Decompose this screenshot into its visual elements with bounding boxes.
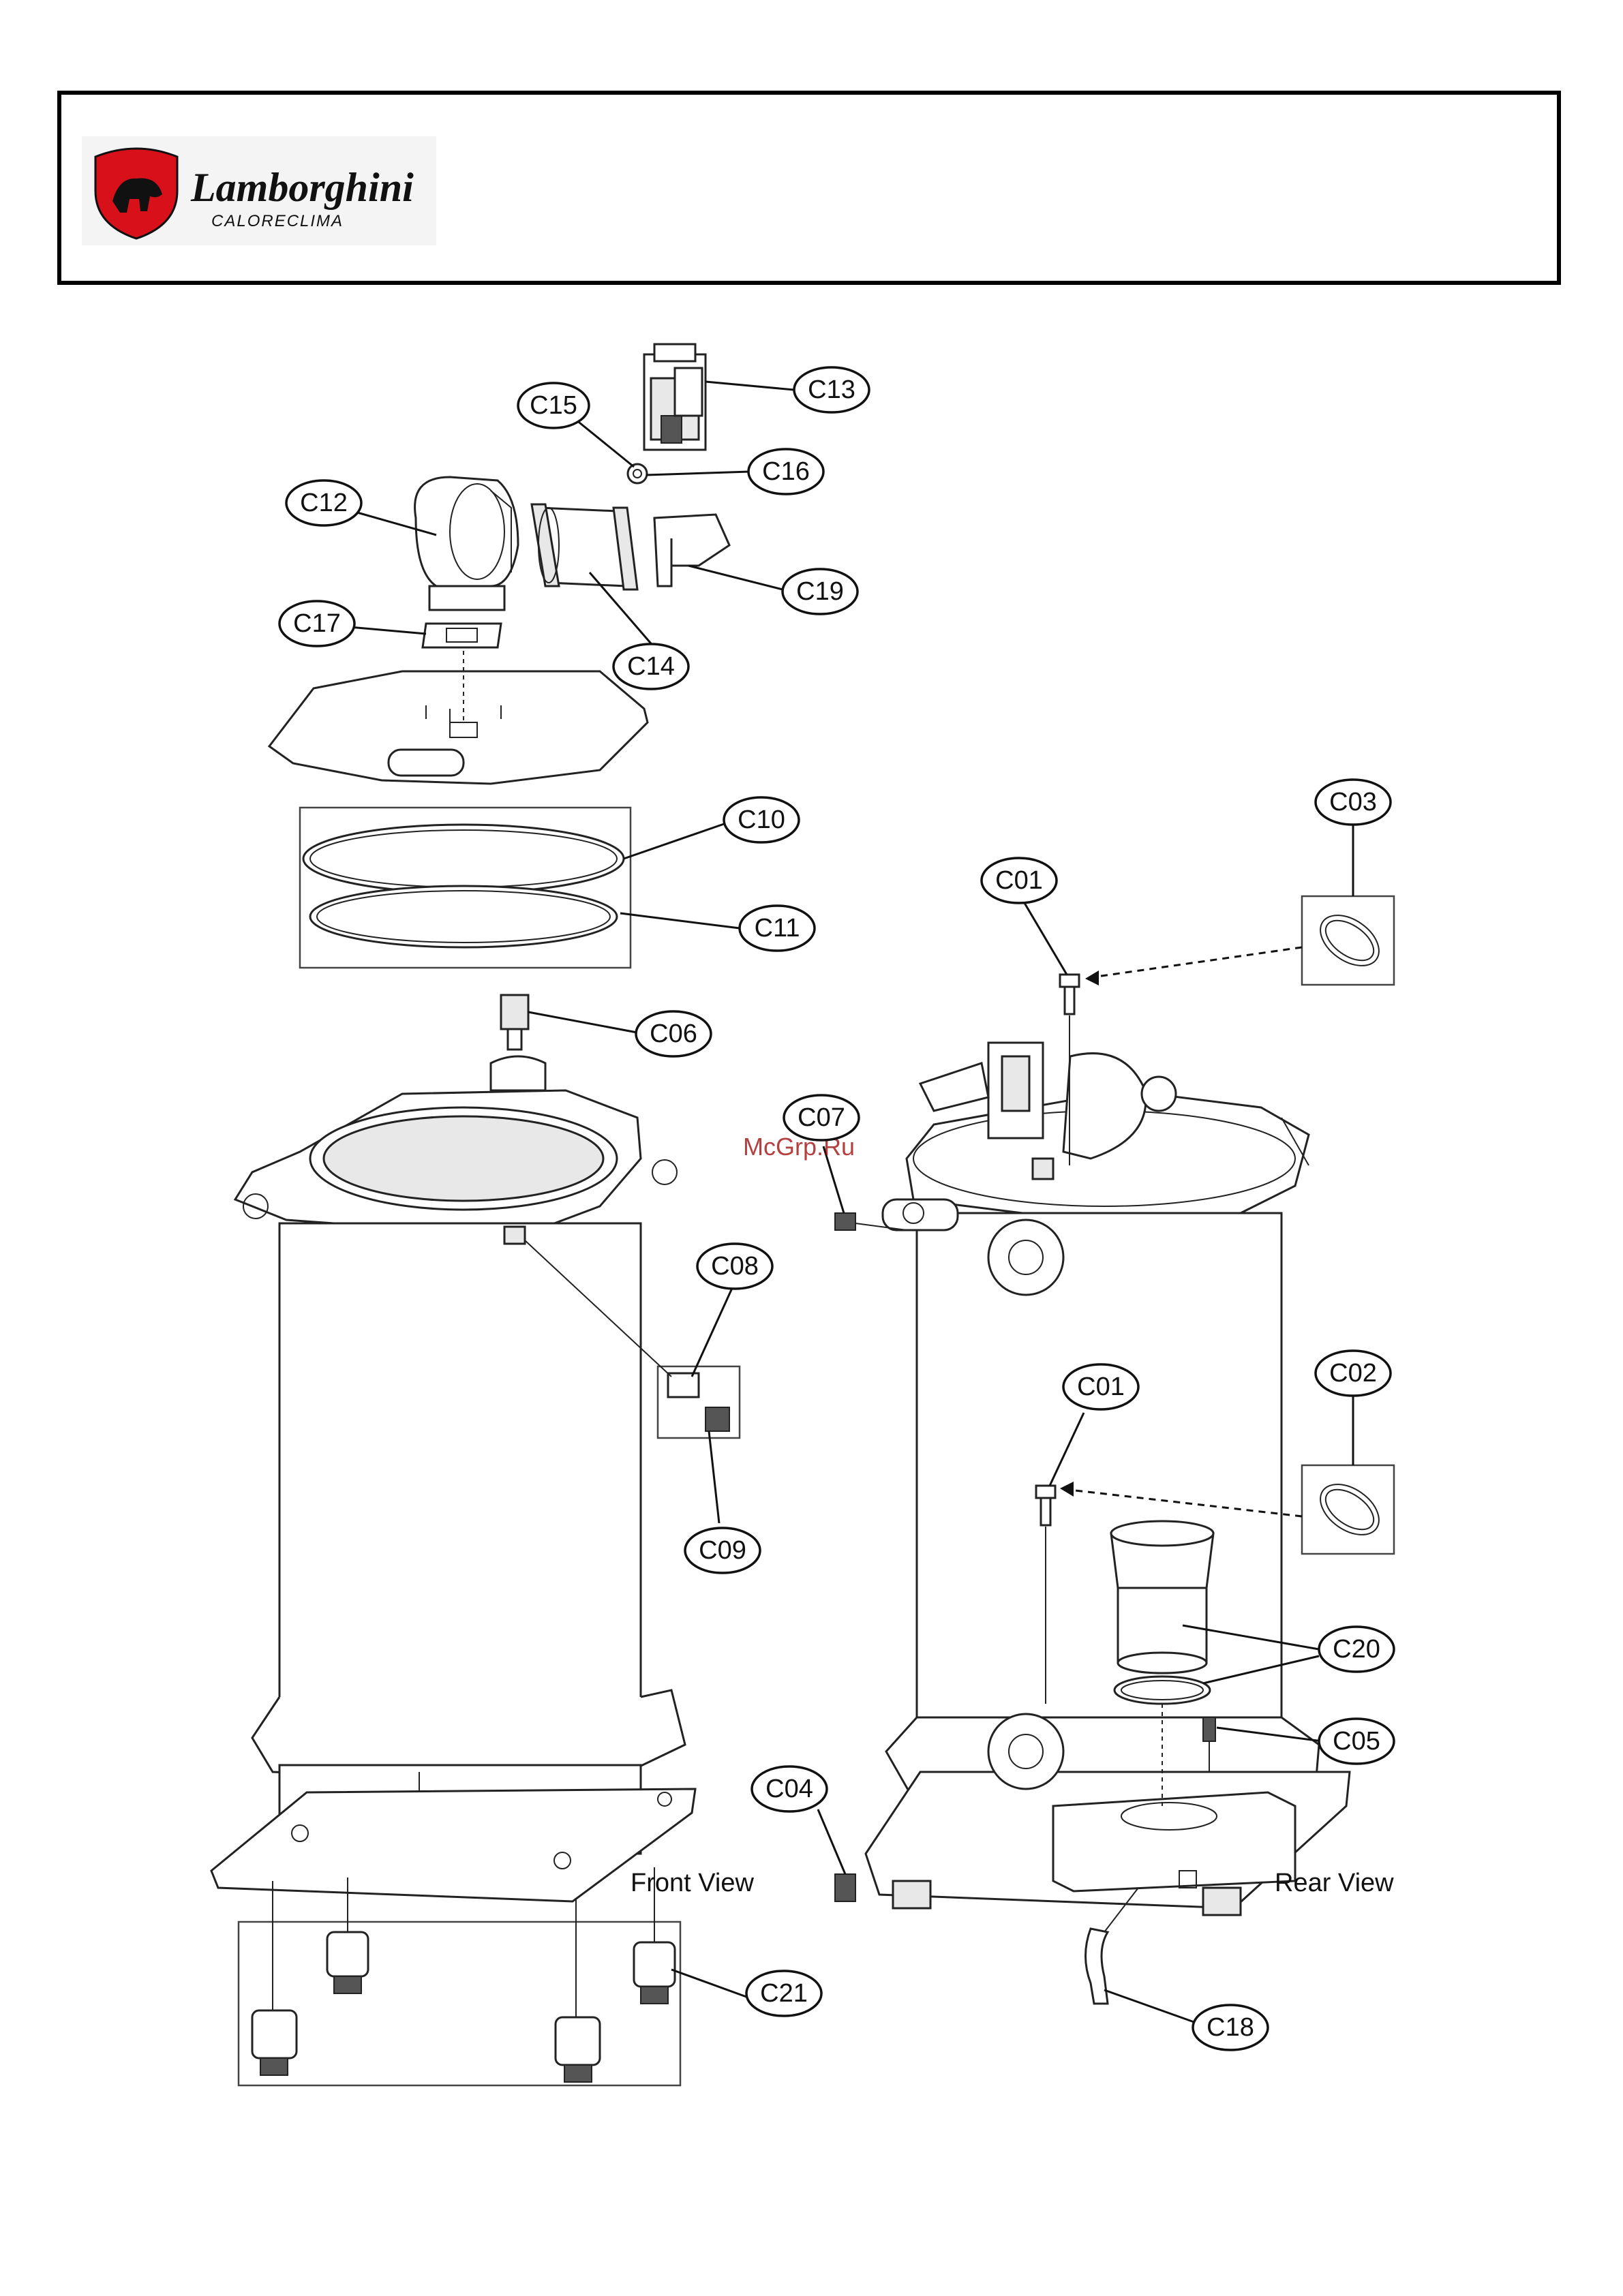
svg-text:C01: C01 [1077, 1373, 1125, 1401]
svg-text:C05: C05 [1333, 1727, 1380, 1756]
svg-text:C17: C17 [293, 609, 341, 638]
callout-c03: C03 [1316, 780, 1391, 825]
callout-c17: C17 [279, 601, 354, 646]
svg-text:C09: C09 [699, 1536, 746, 1565]
rear-boiler-body [866, 1043, 1350, 1915]
svg-text:C11: C11 [755, 914, 800, 943]
svg-text:C03: C03 [1329, 788, 1377, 816]
svg-text:C15: C15 [530, 391, 577, 420]
svg-text:C19: C19 [796, 577, 844, 606]
fan-gasket-part [423, 624, 501, 647]
svg-text:C06: C06 [650, 1020, 697, 1048]
svg-text:C08: C08 [711, 1252, 759, 1281]
svg-text:C16: C16 [762, 457, 810, 486]
callout-c01-upper: C01 [982, 858, 1057, 903]
svg-text:C18: C18 [1207, 2013, 1254, 2042]
callout-c02: C02 [1316, 1351, 1391, 1396]
callout-c15: C15 [518, 383, 589, 428]
svg-text:C21: C21 [760, 1979, 808, 2008]
svg-text:C02: C02 [1329, 1359, 1377, 1388]
flue-adapter-part [1111, 1521, 1213, 1673]
callout-c05: C05 [1319, 1719, 1394, 1764]
callout-c07: C07 [784, 1095, 859, 1140]
callout-c12: C12 [286, 480, 361, 525]
gas-valve-part [644, 344, 706, 450]
callout-c09: C09 [685, 1528, 760, 1573]
callout-c06: C06 [636, 1011, 711, 1056]
svg-text:C12: C12 [300, 489, 348, 517]
top-plate-part [269, 671, 648, 784]
clip-frame-lower [1302, 1465, 1394, 1554]
temp-sensor-upper [1060, 975, 1079, 987]
mixer-tube-part [532, 504, 637, 590]
casters-frame [239, 1922, 680, 2085]
air-intake-part [654, 515, 729, 586]
rear-view-label: Rear View [1275, 1869, 1394, 1897]
callout-c01-lower: C01 [1063, 1364, 1138, 1409]
gas-seal-part [628, 464, 647, 483]
callout-c13: C13 [794, 367, 869, 412]
caster-wheels [252, 1932, 675, 2082]
callout-c20: C20 [1319, 1627, 1394, 1672]
fan-part [415, 477, 518, 610]
clip-frame-upper [1302, 896, 1394, 985]
drain-cock-part [835, 1874, 855, 1901]
siphon-part [1086, 1929, 1108, 2004]
svg-text:C01: C01 [995, 866, 1043, 895]
callout-c16: C16 [748, 449, 823, 494]
svg-text:C10: C10 [738, 806, 785, 834]
pressure-sensor-part [835, 1213, 855, 1230]
callout-c08: C08 [697, 1244, 772, 1289]
svg-text:C07: C07 [798, 1103, 845, 1132]
seal-ring-lower [310, 886, 617, 947]
svg-text:C13: C13 [808, 376, 855, 404]
svg-text:C04: C04 [765, 1775, 813, 1803]
drain-screw-part [1203, 1717, 1215, 1741]
callout-c21: C21 [746, 1971, 821, 2016]
callout-c04: C04 [752, 1766, 827, 1811]
callout-c14: C14 [613, 644, 688, 689]
callout-c19: C19 [783, 569, 858, 614]
callout-c18: C18 [1193, 2005, 1268, 2050]
temp-sensor-lower [1036, 1486, 1055, 1498]
front-view-label: Front View [631, 1869, 754, 1897]
callout-c11: C11 [740, 906, 815, 951]
seal-ring-upper [303, 825, 624, 893]
svg-text:C20: C20 [1333, 1635, 1380, 1664]
callout-c10: C10 [724, 797, 799, 842]
front-boiler-body [211, 995, 695, 1901]
svg-text:C14: C14 [627, 652, 675, 681]
